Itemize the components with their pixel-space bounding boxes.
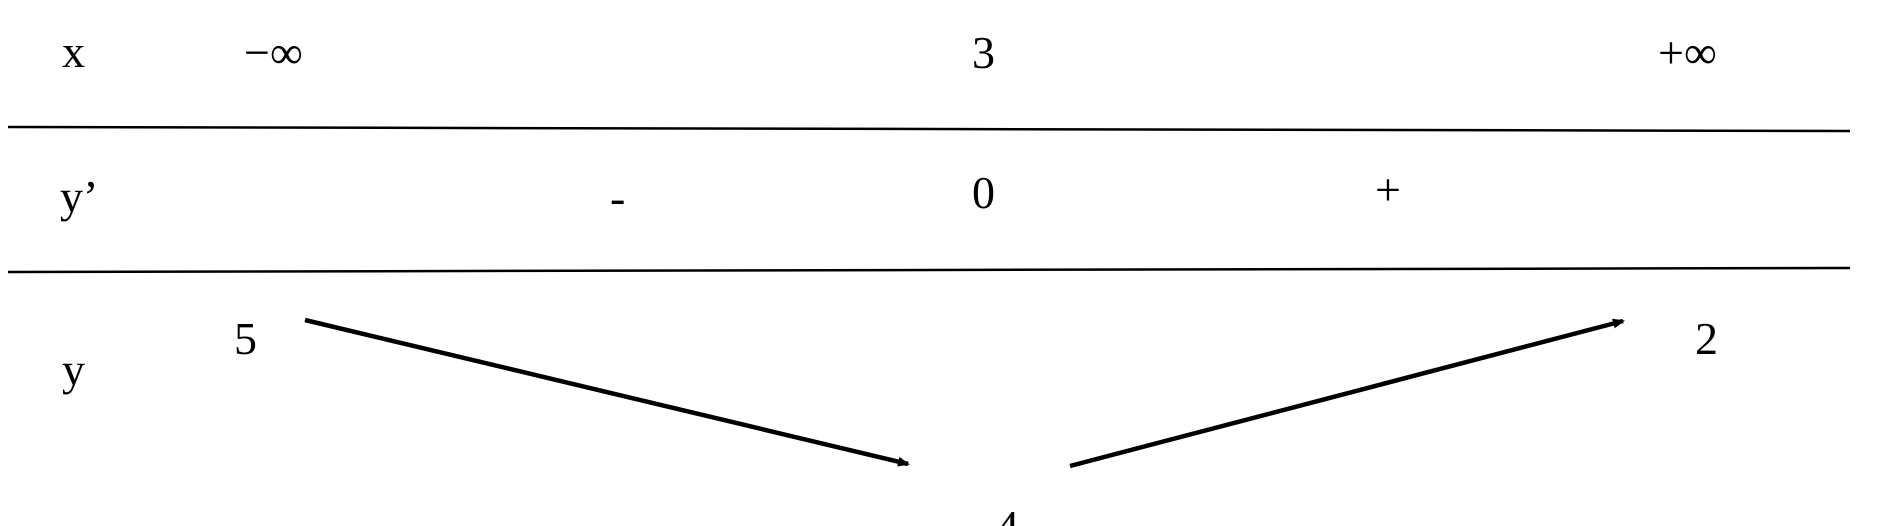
row-label-x: x bbox=[62, 26, 85, 77]
derivative-sign-right: + bbox=[1375, 164, 1401, 215]
x-value-right: +∞ bbox=[1658, 27, 1717, 78]
increasing-arrow bbox=[1069, 318, 1625, 469]
table-rules bbox=[7, 125, 1851, 274]
derivative-critical-value: 0 bbox=[972, 167, 995, 218]
decreasing-arrow bbox=[304, 317, 910, 467]
function-value-right: 2 bbox=[1695, 313, 1718, 364]
rule-top bbox=[7, 125, 1851, 133]
function-value-minimum: 4 bbox=[996, 501, 1019, 526]
function-value-left: 5 bbox=[234, 313, 257, 364]
row-label-derivative: y’ bbox=[60, 171, 98, 222]
x-value-critical: 3 bbox=[972, 27, 995, 78]
x-value-left: −∞ bbox=[244, 27, 303, 78]
derivative-sign-left: - bbox=[610, 172, 625, 223]
rule-bottom bbox=[7, 266, 1851, 274]
row-label-function: y bbox=[62, 344, 85, 395]
